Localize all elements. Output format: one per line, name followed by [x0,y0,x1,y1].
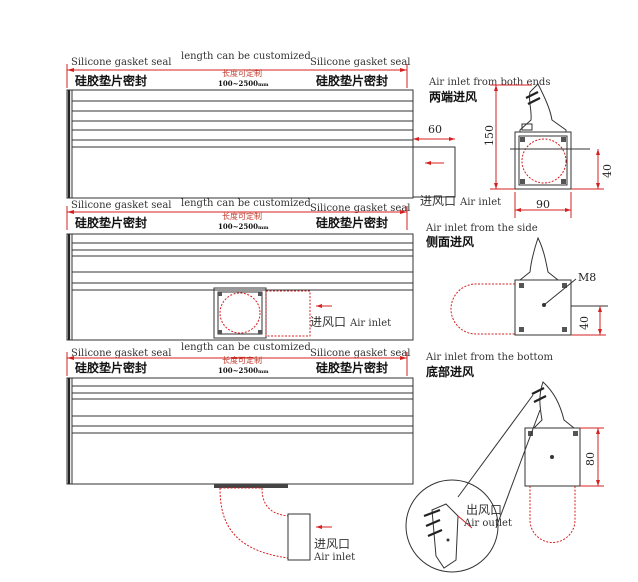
section-both-ends: Silicone gasket seal length can be custo… [66,51,614,218]
length-dimension-1 [66,64,408,88]
inlet-label-3-cn: 进风口 [314,537,350,551]
dim-90: 90 [536,198,550,211]
inlet-label-3-en: Air inlet [313,552,355,563]
dim-40-b: 40 [578,316,591,330]
silicone-label-cn-left-2: 硅胶垫片密封 [75,215,147,230]
dim-80: 80 [584,452,597,466]
length-label-en-1: length can be customized [181,51,311,62]
side-title-en: Air inlet from the side [425,223,538,234]
silicone-label-cn-left-3: 硅胶垫片密封 [75,360,147,375]
both-ends-title-en: Air inlet from both ends [428,77,550,88]
air-knife-body-2 [66,233,414,341]
silicone-label-en-left-2: Silicone gasket seal [71,200,171,211]
side-title-cn: 侧面进风 [426,234,474,249]
dim-150: 150 [483,125,496,146]
dimension-lines-1 [490,84,604,218]
section-side: Silicone gasket seal length can be custo… [66,198,608,341]
length-label-cn-3: 长度可定制 [222,355,262,365]
end-view-3 [457,381,604,543]
m8-label: M8 [578,271,596,284]
silicone-label-en-right-1: Silicone gasket seal [310,57,410,68]
range-label-3: 100~2500mm [218,366,269,375]
length-label-en-3: length can be customized [181,342,311,353]
both-ends-title-cn: 两端进风 [429,89,477,104]
outlet-label-cn: 出风口 [466,503,502,517]
length-dimension-2 [66,206,408,230]
section-bottom: Silicone gasket seal length can be custo… [66,342,604,573]
length-dimension-3 [66,352,408,376]
silicone-label-en-left-3: Silicone gasket seal [71,348,171,359]
length-label-cn-2: 长度可定制 [222,211,262,221]
silicone-label-cn-right-2: 硅胶垫片密封 [316,215,388,230]
outlet-label-en: Air outlet [463,518,512,529]
silicone-label-cn-left-1: 硅胶垫片密封 [75,73,147,88]
silicone-label-en-right-3: Silicone gasket seal [310,348,410,359]
end-view-2 [450,236,608,336]
length-label-en-2: length can be customized [181,198,311,209]
length-label-cn-1: 长度可定制 [222,68,262,78]
silicone-label-en-left-1: Silicone gasket seal [71,57,171,68]
air-knife-body-1 [66,89,456,199]
end-view-1 [510,83,590,190]
bottom-title-cn: 底部进风 [426,364,474,379]
detail-circle [405,479,499,573]
silicone-label-cn-right-3: 硅胶垫片密封 [316,360,388,375]
dim-60: 60 [428,123,442,136]
silicone-label-en-right-2: Silicone gasket seal [310,203,410,214]
range-label-2: 100~2500mm [218,222,269,231]
range-label-1: 100~2500mm [218,79,269,88]
silicone-label-cn-right-1: 硅胶垫片密封 [316,73,388,88]
bottom-title-en: Air inlet from the bottom [425,352,554,363]
dim-40-a: 40 [601,164,614,178]
air-knife-body-3 [66,377,414,561]
